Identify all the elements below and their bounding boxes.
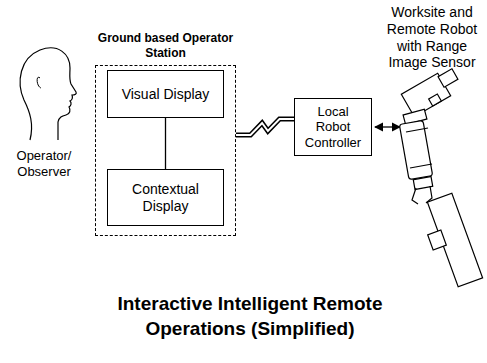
operator-station-group: Ground based Operator StationVisual Disp… — [95, 28, 236, 236]
operator-label: Operator/ Observer — [5, 148, 83, 179]
remote-robot — [399, 69, 482, 287]
connector — [165, 118, 166, 169]
box-label: Contextual Display — [113, 181, 218, 215]
robot-link-arrow — [375, 126, 400, 127]
box-label: Local Robot Controller — [300, 104, 366, 151]
connector — [236, 119, 294, 135]
process-box: Contextual Display — [107, 169, 224, 226]
worksite-label: Worksite and Remote Robot with Range Ima… — [380, 4, 484, 71]
process-box: Visual Display — [107, 70, 224, 118]
process-box: Local Robot Controller — [294, 98, 372, 156]
operator-head — [20, 48, 76, 140]
group-heading: Ground based Operator Station — [95, 28, 236, 61]
operator-ear — [37, 77, 41, 88]
box-label: Visual Display — [122, 86, 210, 103]
caption: Interactive Intelligent Remote Operation… — [70, 292, 430, 341]
